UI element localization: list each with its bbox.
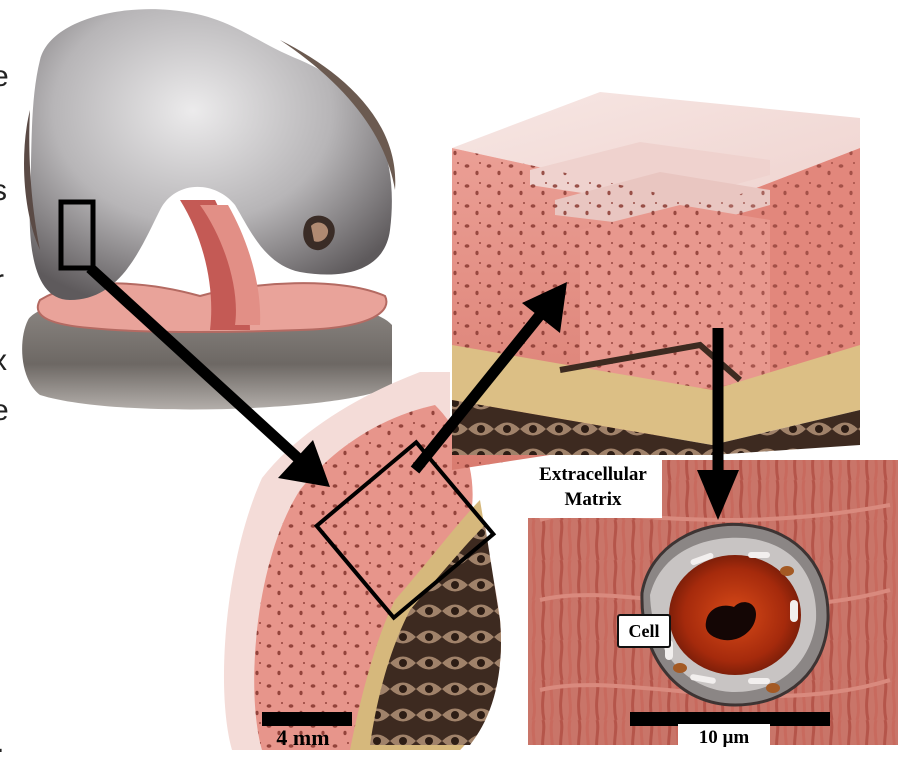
cropped-text-fragments: e s r x e , .	[0, 60, 9, 759]
svg-text:e: e	[0, 60, 9, 93]
knee-joint-illustration	[22, 9, 395, 409]
svg-text:e: e	[0, 394, 9, 427]
cell-label: Cell	[617, 614, 671, 648]
extracellular-matrix-label-line2: Matrix	[524, 487, 662, 512]
svg-text:.: .	[0, 726, 4, 759]
extracellular-matrix-label-line1: Extracellular	[524, 462, 662, 487]
scale-bar-right-label: 10 µm	[678, 724, 770, 752]
svg-text:x: x	[0, 344, 7, 377]
svg-text:,: ,	[0, 514, 2, 547]
cartilage-cube-illustration	[452, 92, 860, 470]
svg-text:s: s	[0, 174, 7, 207]
scale-bar-left-label: 4 mm	[250, 718, 356, 758]
extracellular-matrix-label: Extracellular Matrix	[524, 460, 662, 518]
svg-text:r: r	[0, 264, 4, 297]
